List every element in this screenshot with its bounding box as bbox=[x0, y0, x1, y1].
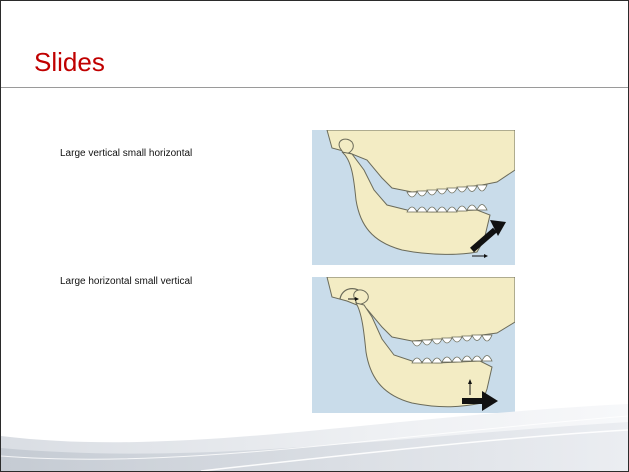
title-divider bbox=[1, 87, 628, 88]
jaw-illustration-vertical-slide bbox=[312, 130, 515, 265]
slide-title: Slides bbox=[34, 47, 105, 78]
caption-horizontal-slide: Large horizontal small vertical bbox=[60, 276, 192, 287]
caption-vertical-slide: Large vertical small horizontal bbox=[60, 148, 192, 159]
jaw-illustration-horizontal-slide bbox=[312, 277, 515, 413]
footer-swoosh-decoration bbox=[1, 396, 628, 471]
